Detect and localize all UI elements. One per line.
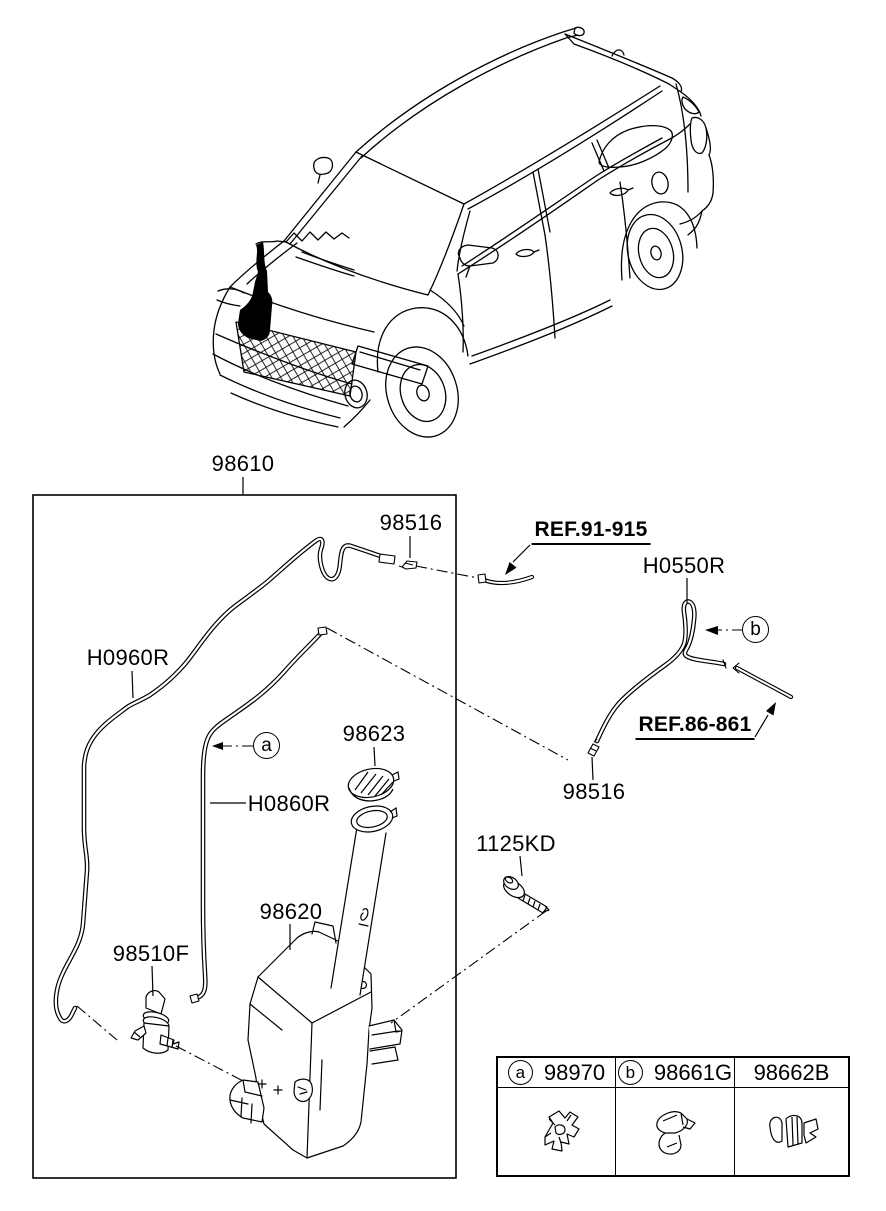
vehicle-illustration xyxy=(212,26,715,438)
ref-label-91-915: REF.91-915 xyxy=(531,518,651,545)
table-badge-b: b xyxy=(617,1060,643,1085)
ref-label-86-861: REF.86-861 xyxy=(635,713,755,740)
part-label-h0860r: H0860R xyxy=(247,791,331,816)
parts-table-header: a 98970 b 98661G 98662B xyxy=(498,1058,848,1088)
leader-lines xyxy=(131,477,769,997)
clip-98662b-icon xyxy=(768,1114,819,1148)
dash-dot-lines xyxy=(76,565,743,1083)
washer-pump-drawing xyxy=(130,990,180,1054)
filler-neck-ring-drawing xyxy=(350,805,398,833)
table-part-number: 98970 xyxy=(543,1059,606,1085)
part-label-h0960r: H0960R xyxy=(86,645,170,670)
part-label-98620: 98620 xyxy=(259,899,323,924)
washer-reservoir-drawing xyxy=(229,826,403,1159)
table-part-number: 98661G xyxy=(653,1059,733,1085)
parts-table: a 98970 b 98661G 98662B xyxy=(496,1056,850,1177)
table-cell-98662b-header: 98662B xyxy=(735,1058,848,1088)
table-badge-a: a xyxy=(507,1060,533,1085)
callout-b: b xyxy=(742,616,769,643)
table-part-number: 98662B xyxy=(753,1059,830,1085)
part-label-1125kd: 1125KD xyxy=(476,831,556,856)
arrowheads xyxy=(212,562,776,750)
part-label-assembly: 98610 xyxy=(211,451,275,476)
hose-drawings xyxy=(53,536,794,1024)
table-cell-98970-header: a 98970 xyxy=(498,1058,616,1088)
part-label-h0550r: H0550R xyxy=(642,553,726,578)
screw-drawing xyxy=(503,876,550,914)
part-location-marker xyxy=(238,242,273,341)
part-label-98516-rear: 98516 xyxy=(562,779,626,804)
parts-table-body xyxy=(498,1088,848,1175)
connector-98516-top xyxy=(401,560,418,570)
part-label-98623: 98623 xyxy=(342,721,406,746)
part-label-98510f: 98510F xyxy=(112,941,190,966)
hose-fittings xyxy=(189,553,600,1004)
table-cell-98661g-image xyxy=(616,1088,735,1175)
table-cell-98662b-image xyxy=(735,1088,848,1175)
table-cell-98661g-header: b 98661G xyxy=(616,1058,735,1088)
part-label-98516-top: 98516 xyxy=(379,510,443,535)
filler-cap-drawing xyxy=(347,767,400,802)
callout-a: a xyxy=(253,732,280,759)
assembly-outline-box xyxy=(32,494,457,1179)
clip-98661g-icon xyxy=(656,1110,696,1155)
clip-98970-icon xyxy=(543,1109,580,1152)
table-cell-98970-image xyxy=(498,1088,616,1175)
